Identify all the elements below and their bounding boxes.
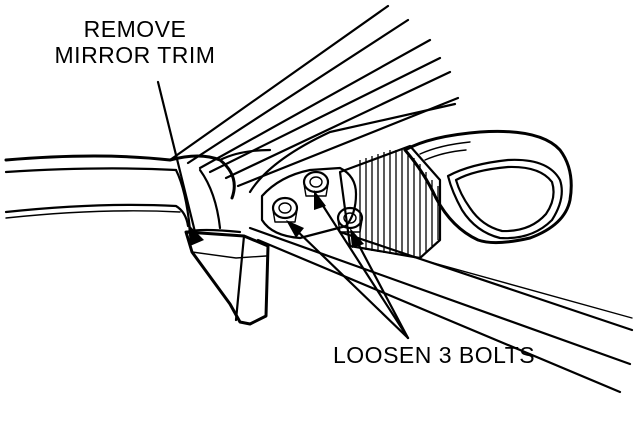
window-frame	[168, 4, 460, 194]
remove-trim-leader	[156, 80, 204, 246]
mirror-housing	[403, 129, 573, 245]
interior-dash-trim	[4, 148, 272, 232]
mirror-trim-panel	[184, 228, 270, 326]
loosen-bolts-label: LOOSEN 3 BOLTS	[333, 342, 536, 368]
mirror-base-hatching	[338, 144, 442, 260]
bolt-2-icon	[302, 170, 330, 197]
door-frame	[248, 226, 634, 394]
remove-mirror-trim-label: REMOVE MIRROR TRIM	[40, 16, 230, 68]
remove-label-line2: MIRROR TRIM	[54, 42, 216, 68]
loosen-bolts-leaders	[286, 190, 410, 340]
remove-label-line1: REMOVE	[83, 16, 187, 42]
mounting-plate	[260, 166, 358, 240]
bolt-1-icon	[271, 196, 299, 223]
